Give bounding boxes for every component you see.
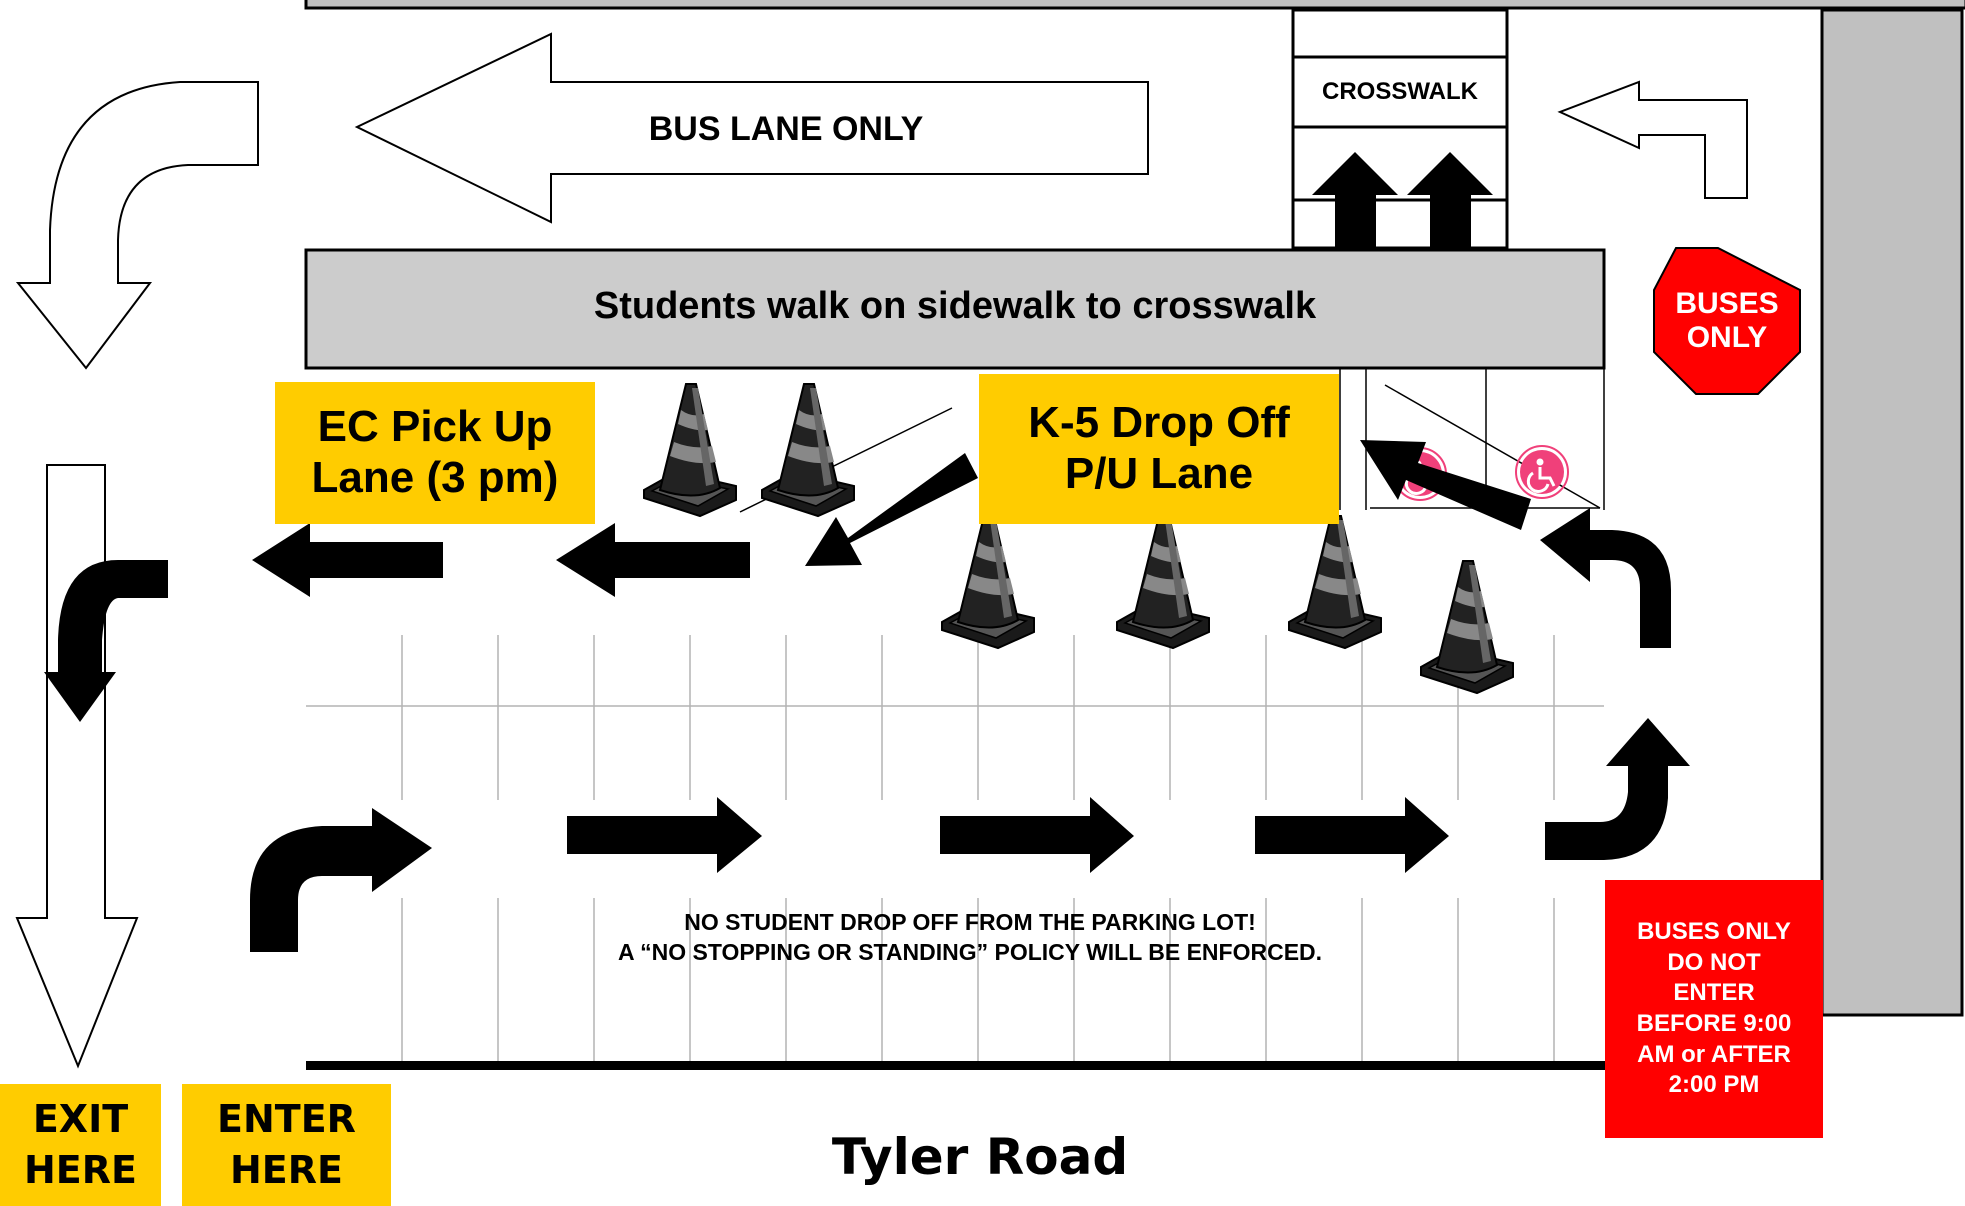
- crosswalk-up-arrow-2: [1407, 152, 1493, 248]
- traffic-cone-icon: [941, 515, 1035, 649]
- bus-lane-arrow: [354, 32, 1149, 224]
- crosswalk-label: CROSSWALK: [1322, 78, 1478, 105]
- crosswalk-up-arrow-1: [1312, 152, 1398, 248]
- ec-pickup-sign: EC Pick Up Lane (3 pm): [275, 382, 595, 524]
- exit-curve-black-arrow: [44, 560, 168, 722]
- bus-lane-label: BUS LANE ONLY: [648, 110, 924, 148]
- exit-here-sign: EXIT HERE: [0, 1084, 161, 1206]
- traffic-cone-icon: [643, 383, 737, 517]
- traffic-cone-icon: [1288, 515, 1382, 649]
- exit-curve-arrow: [15, 81, 259, 370]
- buses-only-notice: BUSES ONLY DO NOT ENTER BEFORE 9:00 AM o…: [1605, 880, 1823, 1138]
- traffic-cone-icon: [1116, 515, 1210, 649]
- left-arrow-2: [556, 523, 750, 597]
- sidewalk-label: Students walk on sidewalk to crosswalk: [593, 285, 1317, 327]
- school-building: [1820, 8, 1964, 1017]
- right-arrow-1: [567, 797, 762, 873]
- bus-return-arrow: [1557, 80, 1748, 199]
- traffic-cone-icon: [761, 383, 855, 517]
- stop-sign-octagon: [1653, 247, 1801, 395]
- parking-lot-lines: [306, 635, 1604, 1066]
- sidewalk: [304, 248, 1606, 370]
- crosswalk-box: [1291, 8, 1509, 250]
- exit-down-arrow: [15, 464, 139, 1069]
- road-edge: [306, 1061, 1606, 1070]
- traffic-cone-icon: [1420, 560, 1514, 694]
- wheelchair-icon: [1514, 444, 1570, 500]
- enter-curve-arrow: [250, 808, 432, 952]
- right-arrow-3: [1255, 797, 1449, 873]
- k5-dropoff-sign: K-5 Drop Off P/U Lane: [979, 374, 1339, 524]
- parking-notice: NO STUDENT DROP OFF FROM THE PARKING LOT…: [617, 909, 1323, 965]
- top-building-edge: [304, 0, 1965, 10]
- up-curve-arrow: [1540, 508, 1671, 648]
- road-name: Tyler Road: [831, 1128, 1129, 1186]
- right-arrow-2: [940, 797, 1134, 873]
- diagonal-up-arrow: [1360, 440, 1531, 530]
- buses-only-stop-sign: BUSES ONLY: [1675, 286, 1779, 355]
- enter-here-sign: ENTER HERE: [182, 1084, 391, 1206]
- up-curve-arrow-2: [1545, 718, 1690, 860]
- diagonal-left-arrow: [805, 453, 978, 566]
- left-arrow-1: [252, 523, 443, 597]
